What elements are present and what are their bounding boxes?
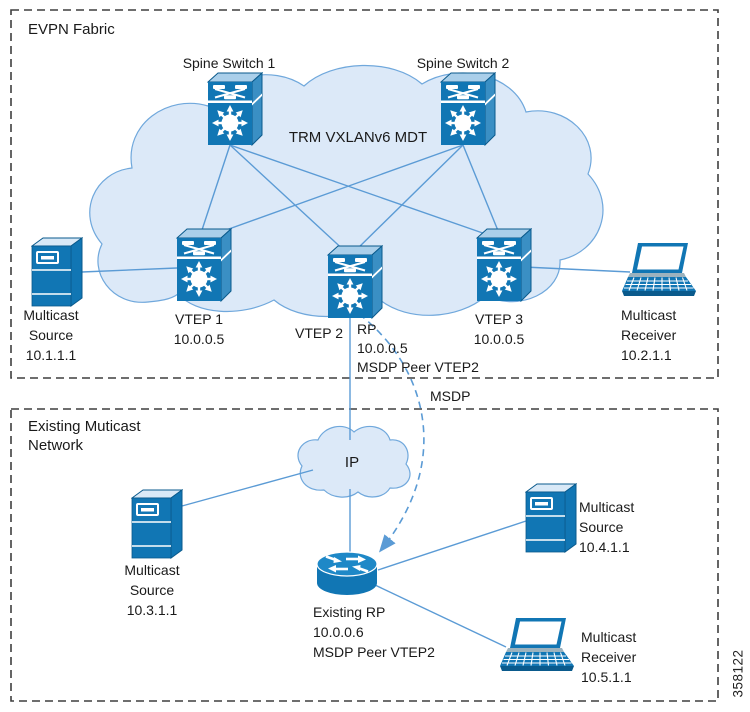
vtep1-label: VTEP 1 10.0.0.5 [139, 309, 259, 349]
multicast-source3-server-icon [131, 489, 183, 559]
multicast-source4-server-icon [525, 483, 577, 553]
existing-rp-router-icon [316, 551, 378, 597]
link-spine2-vtep2 [351, 144, 464, 255]
link-spine2-vtep3 [462, 144, 502, 239]
ip-cloud-shape [297, 425, 411, 498]
vtep2-msdp-peer: MSDP Peer VTEP2 [357, 359, 479, 375]
multicast-source4-label: Multicast Source 10.4.1.1 [579, 497, 634, 557]
source1-line1: Multicast [23, 307, 79, 323]
source4-line2: Source [579, 519, 624, 535]
msdp-link-label: MSDP [430, 388, 471, 404]
spine-switch-2-label: Spine Switch 2 [416, 55, 510, 71]
spine-switch-2-icon [440, 72, 496, 146]
source4-line1: Multicast [579, 499, 635, 515]
existing-title-line2: Network [28, 437, 84, 454]
existing-network-border [10, 408, 719, 702]
multicast-source1-server-icon [31, 237, 83, 307]
spine-switch-1-icon [207, 72, 263, 146]
link-ipcloud-source3 [181, 469, 314, 507]
vtep3-ip: 10.0.0.5 [473, 331, 525, 347]
source3-line1: Multicast [124, 562, 180, 578]
existing-title-line1: Existing Muticast [28, 418, 141, 435]
link-source1-vtep1 [81, 267, 178, 273]
vxlan-mdt-cloud-label: TRM VXLANv6 MDT [288, 129, 428, 146]
receiver5-line1: Multicast [581, 629, 637, 645]
vtep1-ip: 10.0.0.5 [173, 331, 225, 347]
vtep2-ip: 10.0.0.5 [357, 340, 408, 356]
existing-rp-name: Existing RP [313, 604, 386, 620]
link-spine1-vtep3 [229, 144, 498, 239]
link-rp-source4 [377, 520, 527, 571]
figure-number: 358122 [730, 649, 746, 698]
vtep3-label: VTEP 3 10.0.0.5 [439, 309, 559, 349]
existing-rp-ip: 10.0.0.6 [313, 624, 364, 640]
spine-switch-1-label: Spine Switch 1 [182, 55, 276, 71]
multicast-receiver2-laptop-icon [622, 243, 697, 297]
vtep1-switch-icon [176, 228, 232, 302]
receiver5-ip: 10.5.1.1 [581, 669, 632, 685]
receiver2-ip: 10.2.1.1 [621, 347, 672, 363]
receiver2-line1: Multicast [621, 307, 677, 323]
network-links [81, 144, 631, 648]
evpn-fabric-title: EVPN Fabric [28, 21, 115, 38]
multicast-source3-label: Multicast Source 10.3.1.1 [102, 560, 202, 620]
receiver5-line2: Receiver [581, 649, 637, 665]
msdp-peering-curve [358, 313, 425, 553]
link-spine2-vtep1 [200, 144, 464, 240]
link-vtep3-receiver2 [523, 266, 631, 273]
multicast-receiver5-laptop-icon [500, 618, 575, 672]
multicast-source1-label: Multicast Source 10.1.1.1 [1, 305, 101, 365]
source1-line2: Source [28, 327, 74, 343]
evpn-fabric-border [10, 9, 719, 379]
existing-network-title: Existing Muticast Network [28, 417, 141, 455]
vtep3-name: VTEP 3 [475, 311, 523, 327]
vtep3-switch-icon [476, 228, 532, 302]
source3-line2: Source [129, 582, 175, 598]
source1-ip: 10.1.1.1 [25, 347, 77, 363]
multicast-receiver5-label: Multicast Receiver 10.5.1.1 [581, 627, 636, 687]
link-spine1-vtep1 [198, 144, 231, 240]
existing-rp-label: Existing RP 10.0.0.6 MSDP Peer VTEP2 [313, 602, 435, 662]
source3-ip: 10.3.1.1 [126, 602, 178, 618]
receiver2-line2: Receiver [621, 327, 677, 343]
ip-cloud-label: IP [344, 454, 360, 471]
link-spine1-vtep2 [229, 144, 349, 255]
source4-ip: 10.4.1.1 [579, 539, 630, 555]
vtep2-role: RP [357, 321, 377, 337]
vtep1-name: VTEP 1 [175, 311, 223, 327]
existing-rp-msdp-peer: MSDP Peer VTEP2 [313, 644, 435, 660]
link-rp-receiver5 [374, 584, 507, 648]
vtep2-switch-icon [327, 245, 383, 319]
multicast-receiver2-label: Multicast Receiver 10.2.1.1 [621, 305, 676, 365]
vtep2-name: VTEP 2 [295, 325, 343, 341]
vtep2-detail-label: RP 10.0.0.5 MSDP Peer VTEP2 [357, 320, 479, 377]
